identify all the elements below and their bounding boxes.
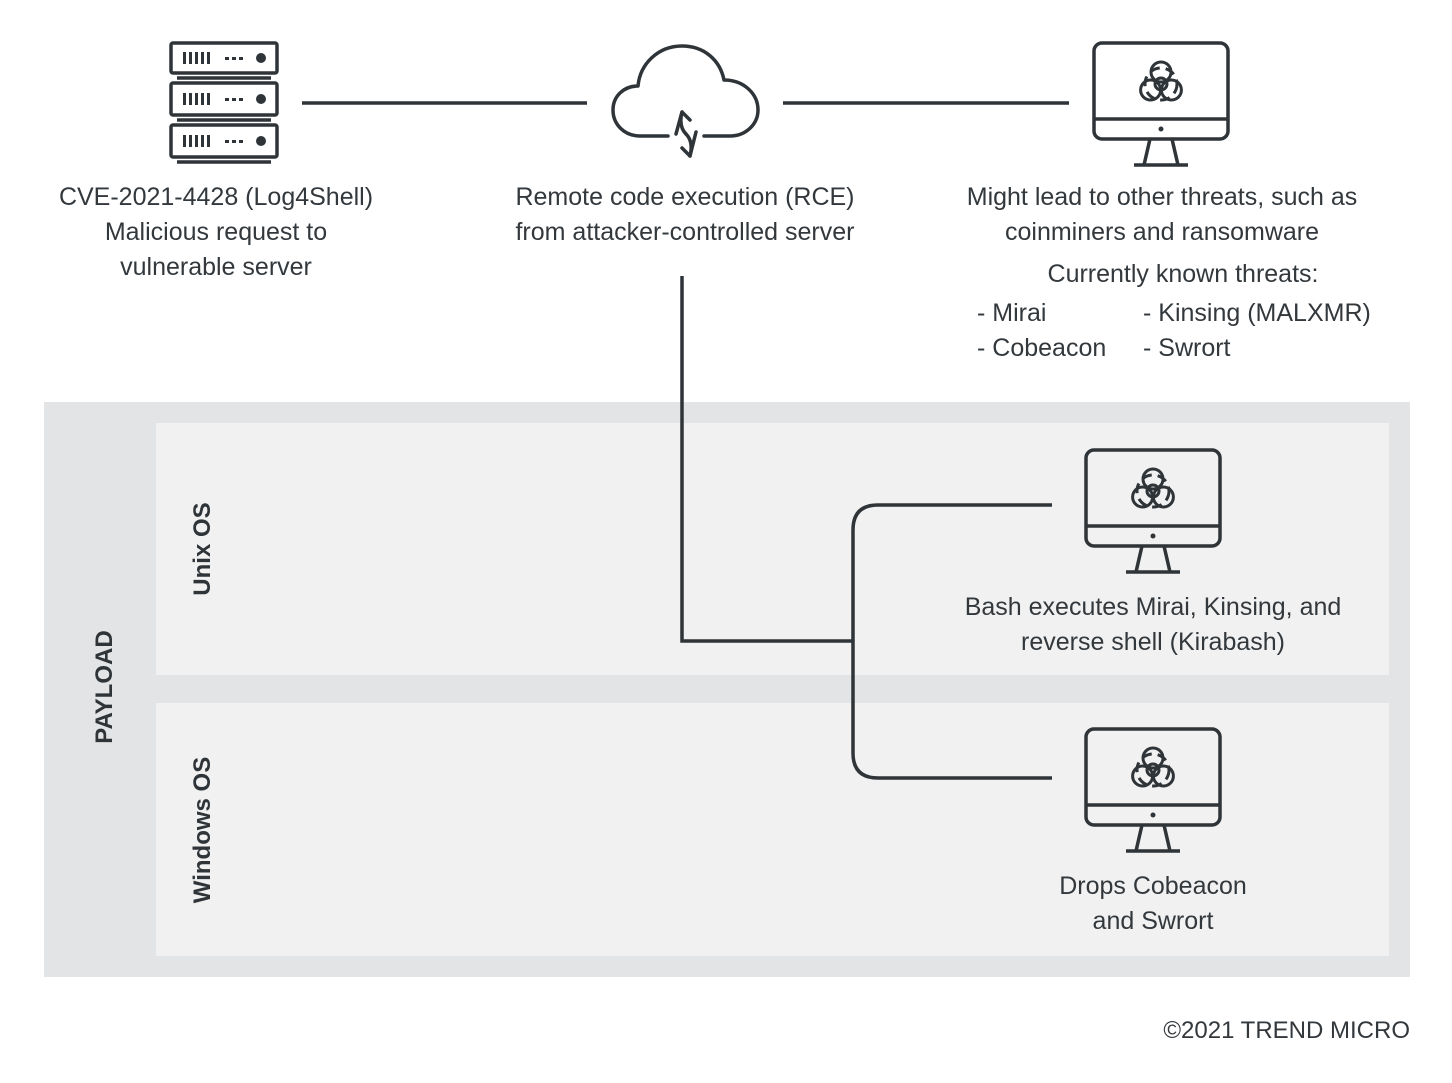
windows-lane	[156, 703, 1389, 956]
unix-line-1: Bash executes Mirai, Kinsing, and	[964, 593, 1342, 621]
cloud-to-payload-line	[680, 276, 853, 643]
biohazard-monitor-icon	[1084, 727, 1224, 855]
known-threats-col1: - Mirai - Cobeacon	[977, 296, 1157, 366]
unix-caption: Bash executes Mirai, Kinsing, and revers…	[930, 590, 1376, 660]
known-threat-item: - Kinsing (MALXMR)	[1143, 299, 1371, 327]
payload-branch-line	[851, 503, 1052, 780]
windows-line-1: Drops Cobeacon	[1059, 872, 1247, 900]
unix-line-2: reverse shell (Kirabash)	[1021, 628, 1285, 656]
threats-line-1: Might lead to other threats, such as	[966, 183, 1358, 211]
known-threat-item: - Cobeacon	[977, 334, 1107, 362]
threats-line-2: coinminers and ransomware	[1004, 218, 1320, 246]
biohazard-monitor-icon	[1092, 41, 1232, 169]
server-line-2: Malicious request to	[104, 218, 328, 246]
biohazard-monitor-icon	[1084, 448, 1224, 576]
known-threat-item: - Mirai	[977, 299, 1047, 327]
unix-lane	[156, 423, 1389, 675]
threats-caption: Might lead to other threats, such as coi…	[940, 180, 1384, 250]
server-line-3: vulnerable server	[120, 253, 312, 281]
cloud-line-1: Remote code execution (RCE)	[515, 183, 855, 211]
server-caption: CVE-2021-4428 (Log4Shell) Malicious requ…	[16, 180, 416, 285]
known-threats-col2: - Kinsing (MALXMR) - Swrort	[1143, 296, 1403, 366]
cloud-caption: Remote code execution (RCE) from attacke…	[470, 180, 900, 250]
copyright-text: ©2021 TREND MICRO	[1163, 1017, 1410, 1044]
cloud-line-2: from attacker-controlled server	[515, 218, 855, 246]
server-rack-icon	[169, 41, 281, 167]
known-threat-item: - Swrort	[1143, 334, 1231, 362]
windows-caption: Drops Cobeacon and Swrort	[1000, 869, 1306, 939]
known-threats-heading: Currently known threats:	[1047, 260, 1319, 288]
server-line-1: CVE-2021-4428 (Log4Shell)	[58, 183, 374, 211]
cloud-sync-icon	[610, 42, 762, 168]
windows-line-2: and Swrort	[1092, 907, 1214, 935]
